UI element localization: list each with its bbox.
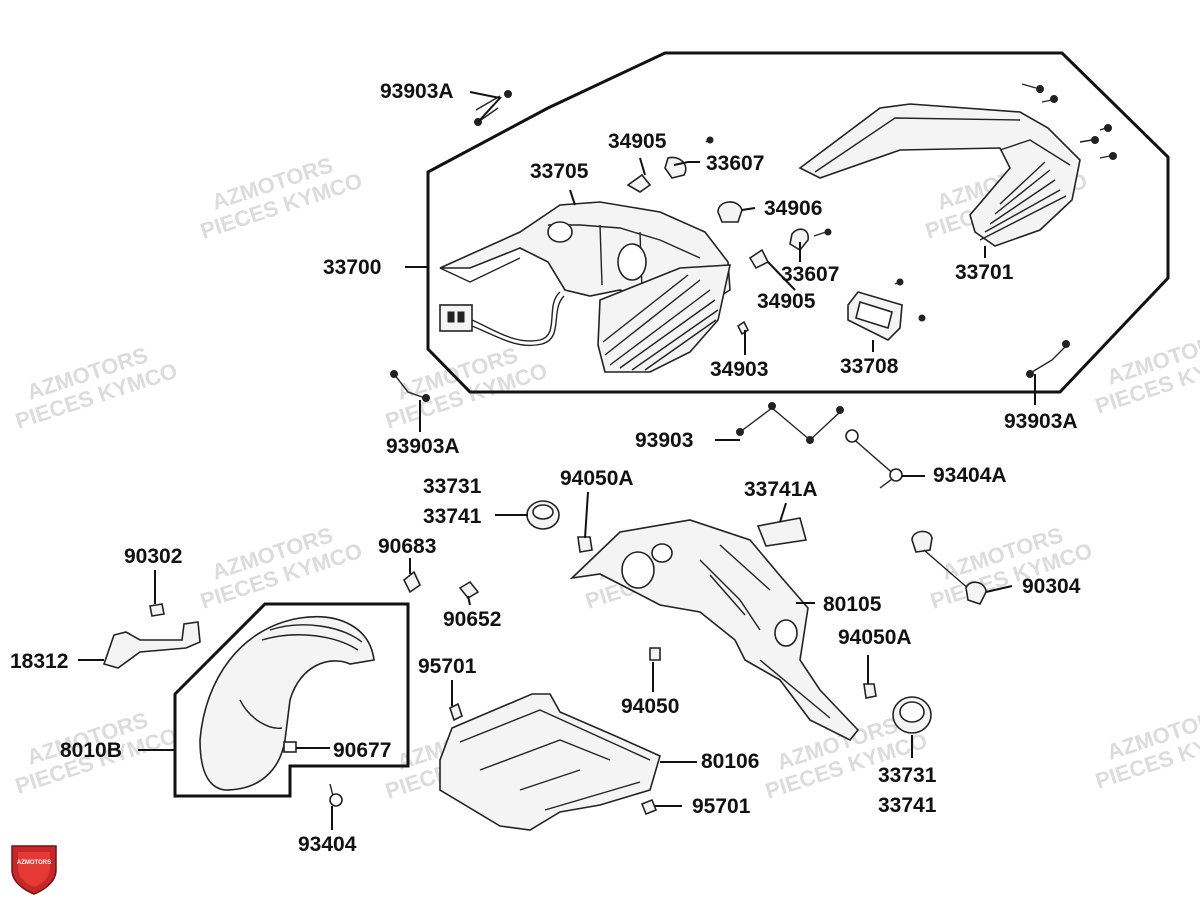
label-8010B: 8010B <box>60 739 122 762</box>
taillight-assembly-box <box>426 51 1170 394</box>
bolt-90304-drawing <box>911 530 987 605</box>
label-95701-top: 95701 <box>418 655 477 678</box>
label-93903A-top: 93903A <box>380 80 454 103</box>
part-labels: 93903A 34905 33607 33705 34906 33700 336… <box>10 80 1081 856</box>
taillight-lens-drawing <box>798 103 1081 247</box>
logo-text: AZMOTORS <box>17 860 51 866</box>
label-80105: 80105 <box>823 593 882 616</box>
label-90683: 90683 <box>378 535 436 558</box>
label-18312: 18312 <box>10 650 68 673</box>
screw-93903-chain <box>736 402 844 444</box>
label-93404: 93404 <box>298 833 357 856</box>
label-33708: 33708 <box>840 355 899 378</box>
label-94050A-right: 94050A <box>838 626 912 649</box>
clip-drawings <box>402 570 480 600</box>
taillight-housing-drawing <box>439 201 732 373</box>
label-33731-b: 33731 <box>878 764 937 787</box>
lens-screws-drawing <box>1021 83 1117 160</box>
bolt-93404a-drawing <box>845 429 903 489</box>
label-93903: 93903 <box>635 429 693 452</box>
label-94050: 94050 <box>621 695 679 718</box>
leader-lines <box>78 91 1036 830</box>
label-34903: 34903 <box>710 358 768 381</box>
label-90652: 90652 <box>443 608 501 631</box>
label-90304: 90304 <box>1022 575 1081 598</box>
label-93404A: 93404A <box>933 464 1007 487</box>
label-34906: 34906 <box>764 197 822 220</box>
label-33701: 33701 <box>955 261 1014 284</box>
label-33741-b: 33741 <box>878 794 937 817</box>
label-33607-top: 33607 <box>706 152 764 175</box>
label-90302: 90302 <box>124 545 182 568</box>
plate-33741a-drawing <box>756 517 808 547</box>
bulb-sockets-drawing <box>626 136 832 336</box>
rear-fender-bracket-drawing <box>569 519 860 742</box>
undertray-drawing <box>439 693 661 831</box>
reflector-top-drawing <box>526 500 560 530</box>
label-34905-mid: 34905 <box>757 290 816 313</box>
label-33700: 33700 <box>323 256 381 279</box>
brand-logo: AZMOTORS <box>11 845 57 895</box>
label-90677: 90677 <box>333 739 391 762</box>
label-33607-mid: 33607 <box>781 263 839 286</box>
label-93903A-left: 93903A <box>386 435 460 458</box>
label-33741-a: 33741 <box>423 505 482 528</box>
label-80106: 80106 <box>701 750 759 773</box>
label-95701-bot: 95701 <box>692 795 751 818</box>
license-plate-light-drawing <box>847 278 926 341</box>
label-33705: 33705 <box>530 160 589 183</box>
screw-93903a-group <box>390 90 1070 402</box>
bracket-18312-drawing <box>102 603 201 669</box>
label-33731-a: 33731 <box>423 475 482 498</box>
inner-fender-box <box>173 602 410 798</box>
label-34905-top: 34905 <box>608 130 667 153</box>
bolt-93404-drawing <box>329 783 343 807</box>
label-94050A-top: 94050A <box>560 467 634 490</box>
label-33741A: 33741A <box>744 478 818 501</box>
label-93903A-right: 93903A <box>1004 410 1078 433</box>
nut-drawings <box>577 536 877 699</box>
reflector-bottom-drawing <box>892 696 932 734</box>
